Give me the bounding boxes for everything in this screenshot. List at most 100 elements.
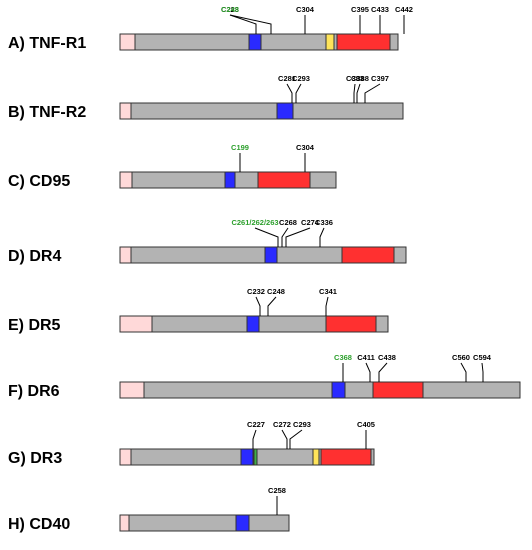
protein-outline <box>119 315 389 333</box>
cysteine-label: C258 <box>268 486 286 495</box>
transmembrane-domain <box>224 171 236 189</box>
protein-outline <box>119 514 290 532</box>
cysteine-label: C272 <box>273 420 291 429</box>
cysteine-leader-line <box>356 83 361 103</box>
cysteine-leader-line <box>252 429 257 449</box>
cysteine-label: C293 <box>293 420 311 429</box>
protein-outline <box>119 33 399 51</box>
transmembrane-domain <box>240 448 254 466</box>
cysteine-leader-line <box>289 429 303 449</box>
transmembrane-domain <box>248 33 262 51</box>
cysteine-label: C405 <box>357 420 375 429</box>
protein-outline <box>119 246 407 264</box>
protein-chain <box>119 514 290 532</box>
cysteine-label: C388 <box>351 74 369 83</box>
cysteine-label: C368 <box>334 353 352 362</box>
protein-outline <box>119 171 337 189</box>
receptor-label: H) CD40 <box>8 516 70 533</box>
receptor-label: F) DR6 <box>8 383 60 400</box>
death-domain <box>320 448 372 466</box>
receptor-label: D) DR4 <box>8 248 61 265</box>
cysteine-label: C438 <box>378 353 396 362</box>
cysteine-leader-line <box>378 362 388 382</box>
cysteine-leader-line <box>364 83 381 103</box>
cysteine-label: C227 <box>247 420 265 429</box>
cysteine-label: C223 <box>221 5 239 14</box>
cysteine-leader-line <box>267 296 277 316</box>
protein-outline <box>119 381 521 399</box>
cysteine-leader-line <box>286 83 293 103</box>
signal-peptide <box>119 315 153 333</box>
cysteine-label: C411 <box>357 353 375 362</box>
cysteine-label: C261/262/263 <box>231 218 278 227</box>
protein-chain <box>119 102 404 120</box>
cysteine-label: C248 <box>267 287 285 296</box>
death-domain <box>341 246 395 264</box>
death-domain <box>336 33 391 51</box>
cysteine-label: C304 <box>296 5 315 14</box>
cysteine-label: C199 <box>231 143 249 152</box>
cysteine-label: C293 <box>292 74 310 83</box>
cysteine-label: C248 <box>221 5 239 14</box>
cysteine-label: C274 <box>301 218 320 227</box>
cysteine-leader-line <box>229 14 272 34</box>
green-band <box>253 448 258 466</box>
signal-peptide <box>119 381 145 399</box>
transmembrane-domain <box>235 514 250 532</box>
transmembrane-domain <box>331 381 346 399</box>
receptor-label: C) CD95 <box>8 173 70 190</box>
cysteine-label: C336 <box>315 218 333 227</box>
signal-peptide <box>119 171 133 189</box>
cysteine-leader-line <box>255 296 261 316</box>
signal-peptide <box>119 246 132 264</box>
cysteine-label: C281 <box>278 74 296 83</box>
cysteine-label: C268 <box>279 218 297 227</box>
receptor-label: G) DR3 <box>8 450 62 467</box>
cysteine-leader-line <box>365 362 371 382</box>
cysteine-label: C397 <box>371 74 389 83</box>
cysteine-leader-line <box>281 227 289 247</box>
cysteine-leader-line <box>353 83 356 103</box>
transmembrane-domain <box>264 246 278 264</box>
cysteine-leader-line <box>229 14 257 34</box>
cysteine-leader-line <box>319 227 325 247</box>
yellow-band <box>325 33 335 51</box>
signal-peptide <box>119 448 132 466</box>
cysteine-leader-line <box>325 296 329 316</box>
cysteine-label: C341 <box>319 287 337 296</box>
yellow-band <box>312 448 320 466</box>
death-domain <box>257 171 311 189</box>
cysteine-label: C383 <box>346 74 364 83</box>
cysteine-label: C232 <box>247 287 265 296</box>
signal-peptide <box>119 102 132 120</box>
cysteine-leader-line <box>254 227 279 247</box>
receptor-row: H) CD40 C258 <box>8 486 290 533</box>
cysteine-label: C442 <box>395 5 413 14</box>
receptor-label: A) TNF-R1 <box>8 35 86 52</box>
cysteine-label: C304 <box>296 143 315 152</box>
receptor-label: B) TNF-R2 <box>8 104 86 121</box>
signal-peptide <box>119 514 130 532</box>
cysteine-label: C594 <box>473 353 492 362</box>
death-domain <box>325 315 377 333</box>
transmembrane-domain <box>276 102 294 120</box>
receptor-label: E) DR5 <box>8 317 61 334</box>
death-domain <box>372 381 424 399</box>
transmembrane-domain <box>246 315 260 333</box>
protein-outline <box>119 102 404 120</box>
cysteine-label: C560 <box>452 353 470 362</box>
signal-peptide <box>119 33 136 51</box>
cysteine-leader-line <box>281 429 288 449</box>
cysteine-label: C433 <box>371 5 389 14</box>
protein-outline <box>119 448 375 466</box>
cysteine-label: C395 <box>351 5 369 14</box>
cysteine-leader-line <box>285 227 311 247</box>
cysteine-leader-line <box>460 362 467 382</box>
